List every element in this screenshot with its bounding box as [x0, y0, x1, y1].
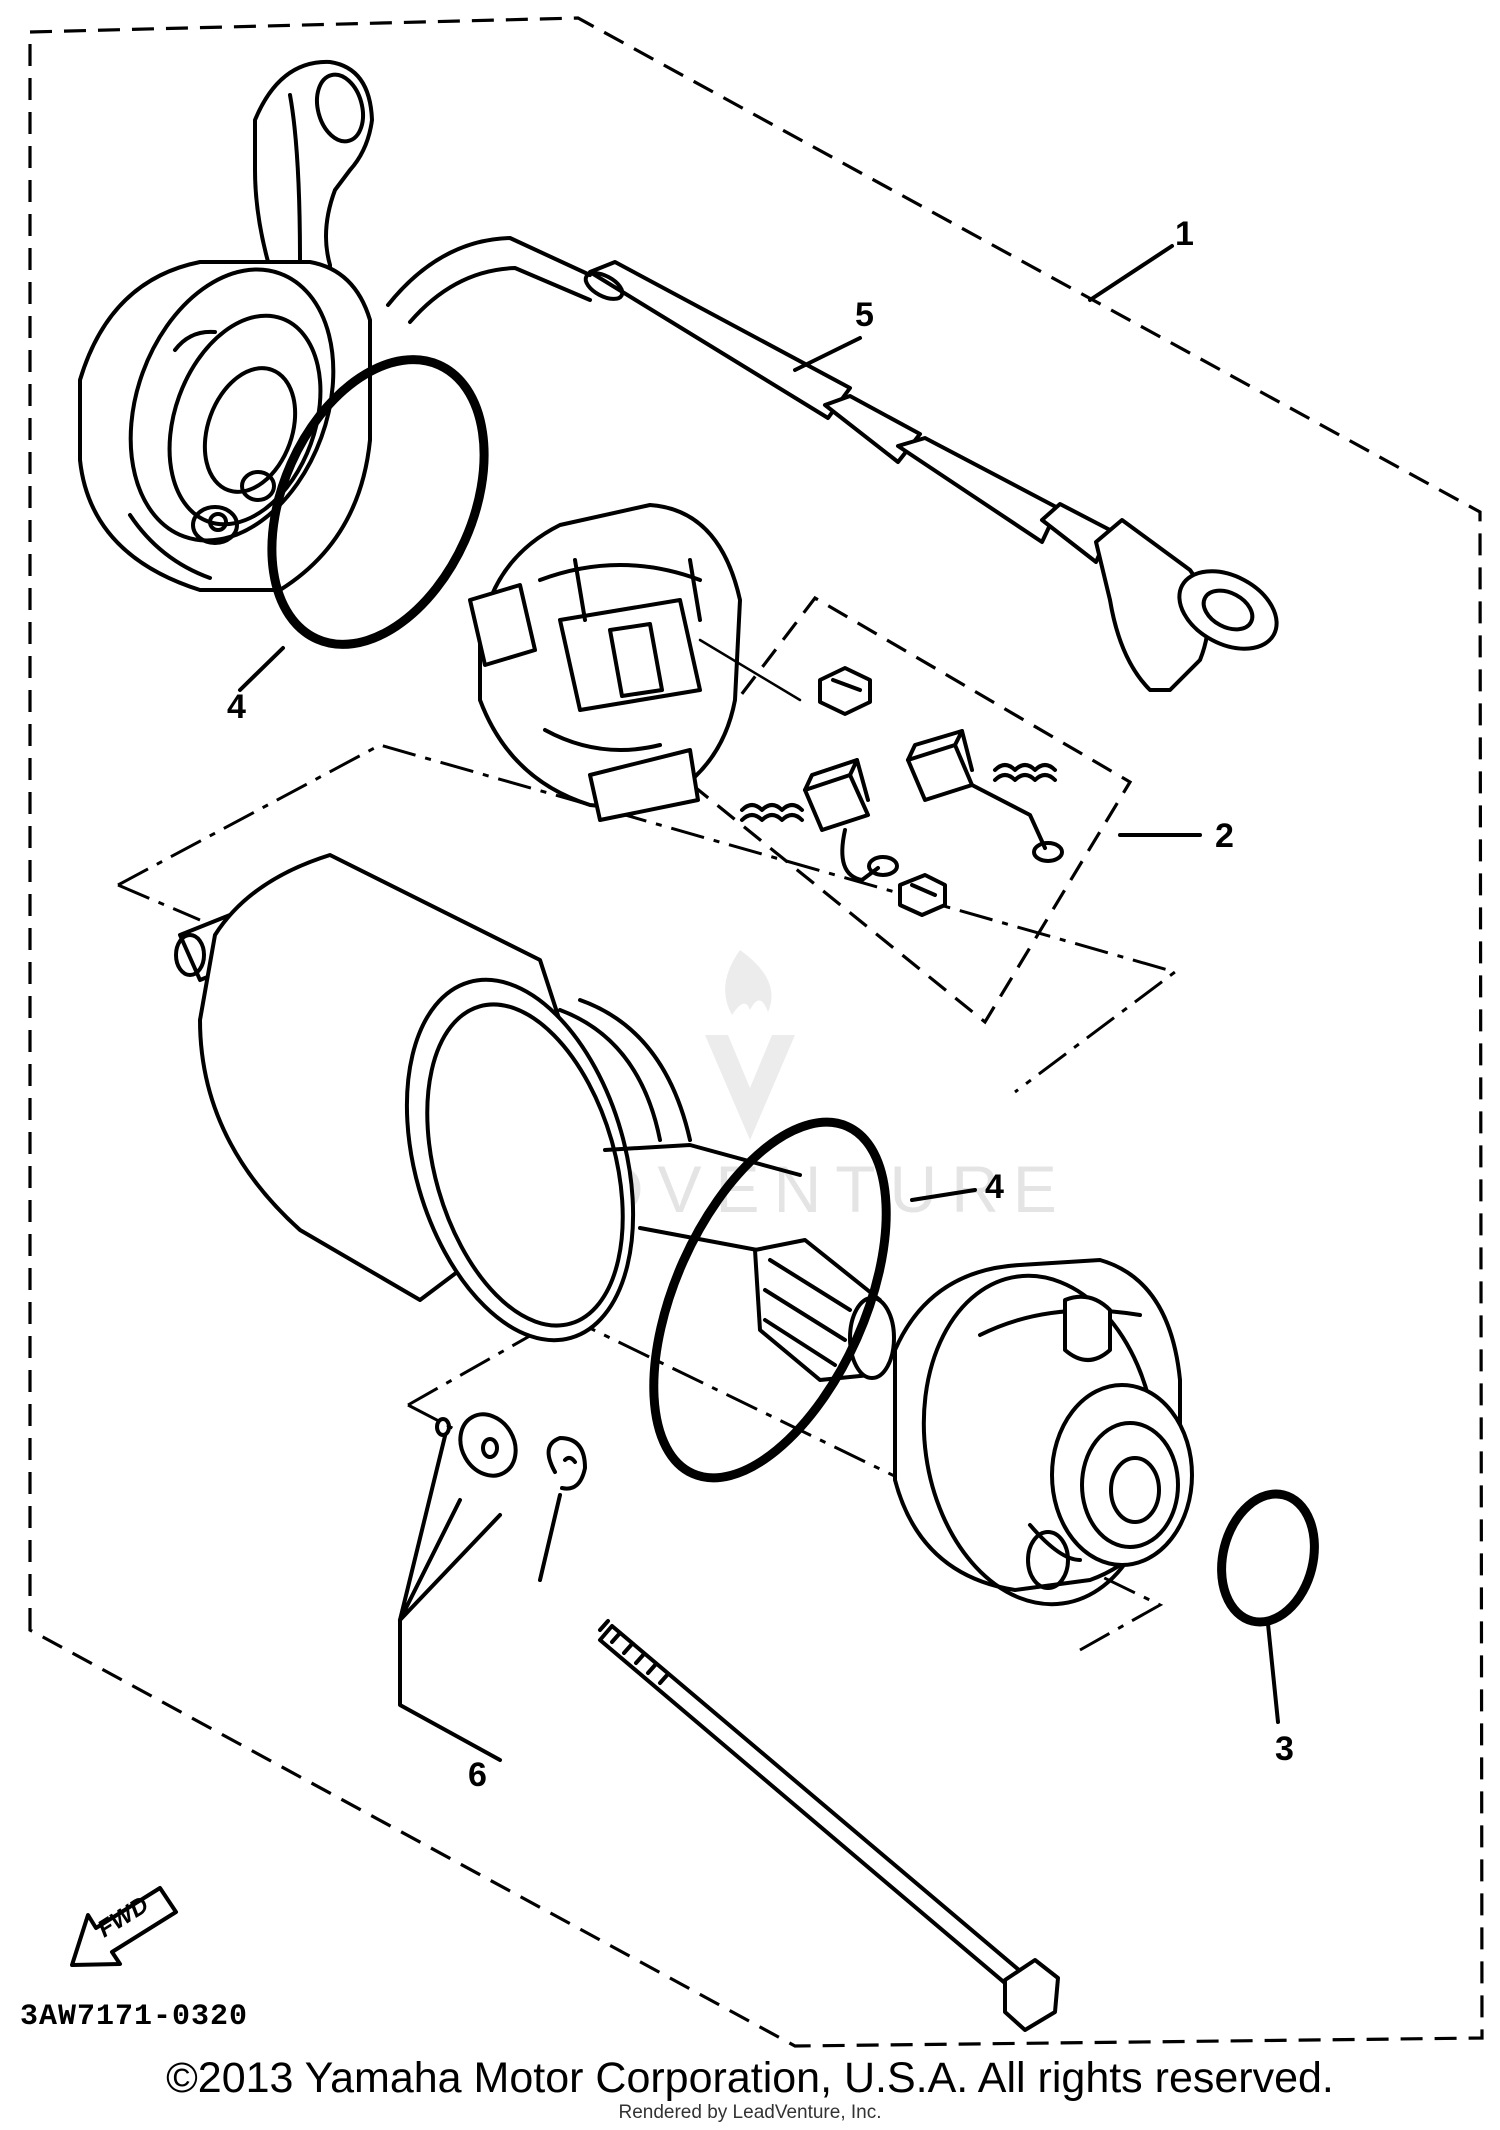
yoke-bracket-plane	[117, 743, 1179, 1094]
yoke-armature	[174, 853, 896, 1382]
callout-6: 6	[468, 1756, 487, 1794]
lead-wire	[386, 236, 1279, 692]
fasteners	[435, 1412, 1060, 2032]
copyright-notice: ©2013 Yamaha Motor Corporation, U.S.A. A…	[166, 2054, 1334, 2102]
fwd-arrow-icon: FWD	[70, 1886, 178, 1967]
o-ring-small	[1217, 1489, 1319, 1627]
callout-1: 1	[1175, 215, 1194, 253]
callout-2: 2	[1215, 817, 1234, 855]
o-ring-upper	[267, 355, 489, 649]
callout-5: 5	[855, 296, 874, 334]
drawing-code: 3AW7171-0320	[20, 2000, 248, 2034]
rear-cover	[893, 1258, 1194, 1607]
brush-set	[740, 666, 1064, 917]
callout-4-middle: 4	[985, 1168, 1004, 1206]
assembly-boundary	[28, 16, 1484, 2048]
front-cover	[78, 59, 374, 592]
o-ring-middle	[649, 1117, 891, 1483]
yoke-bracket-plane-left	[117, 883, 201, 922]
fastener-plane-left	[407, 1403, 461, 1434]
callout-3: 3	[1275, 1730, 1294, 1768]
brush-set-boundary	[677, 595, 1133, 1025]
rendered-by-notice: Rendered by LeadVenture, Inc.	[618, 2102, 882, 2123]
fastener-plane	[407, 1314, 1164, 1652]
callout-4-upper: 4	[227, 688, 246, 726]
callout-leaders	[238, 244, 1280, 1762]
brush-holder	[468, 503, 802, 822]
